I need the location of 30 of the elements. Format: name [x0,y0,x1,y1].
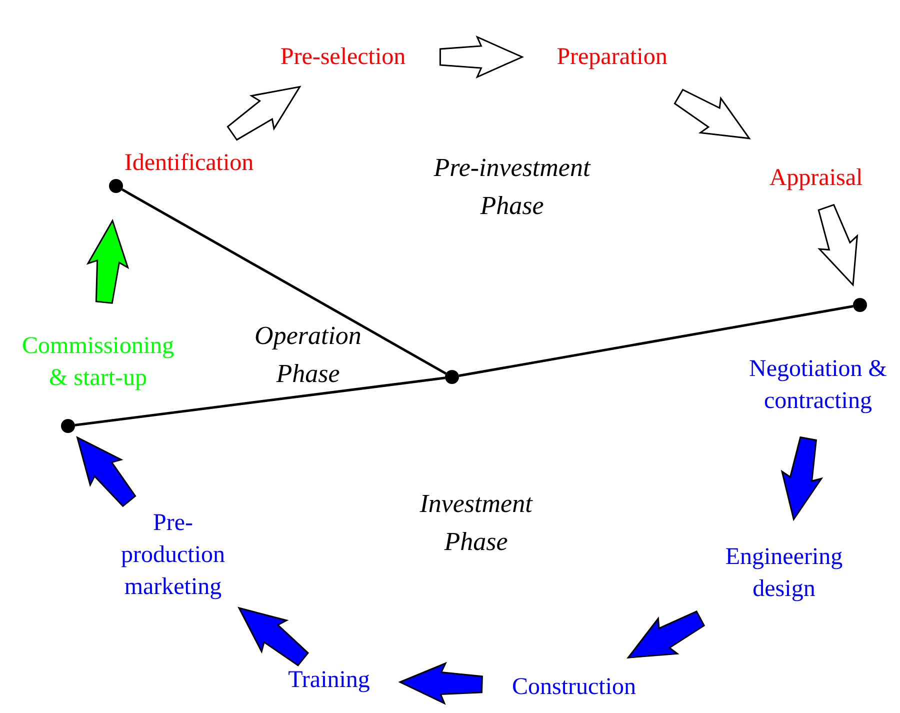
junction-dot [109,179,123,193]
stage-label: Identification [124,147,254,179]
block-arrow [780,436,824,522]
block-arrow [674,88,751,140]
stage-label: Commissioning & start-up [18,330,178,394]
phase-label: Investment Phase [418,488,534,558]
junction-dot [853,298,867,312]
stage-label: Pre-selection [280,41,406,73]
stage-label: Preparation [556,41,668,73]
block-arrow [76,436,136,508]
connector-line [458,304,854,378]
stage-label: Appraisal [769,162,863,194]
block-arrow [439,36,524,78]
junction-dot [445,370,459,384]
block-arrow [818,204,858,287]
block-arrow [626,610,706,658]
connector-line [121,188,447,375]
stage-label: Training [288,664,370,696]
phase-label: Operation Phase [254,320,362,390]
stage-label: Construction [512,671,636,703]
block-arrow [238,606,310,666]
stage-label: Pre- production marketing [108,507,238,603]
connector-line [74,376,446,426]
phase-label: Pre-investment Phase [432,152,592,222]
stage-label: Negotiation & contracting [733,353,900,417]
block-arrow [86,218,130,304]
junction-dot [61,419,75,433]
stage-label: Engineering design [709,541,859,605]
block-arrow [398,662,483,705]
block-arrow [226,86,302,141]
